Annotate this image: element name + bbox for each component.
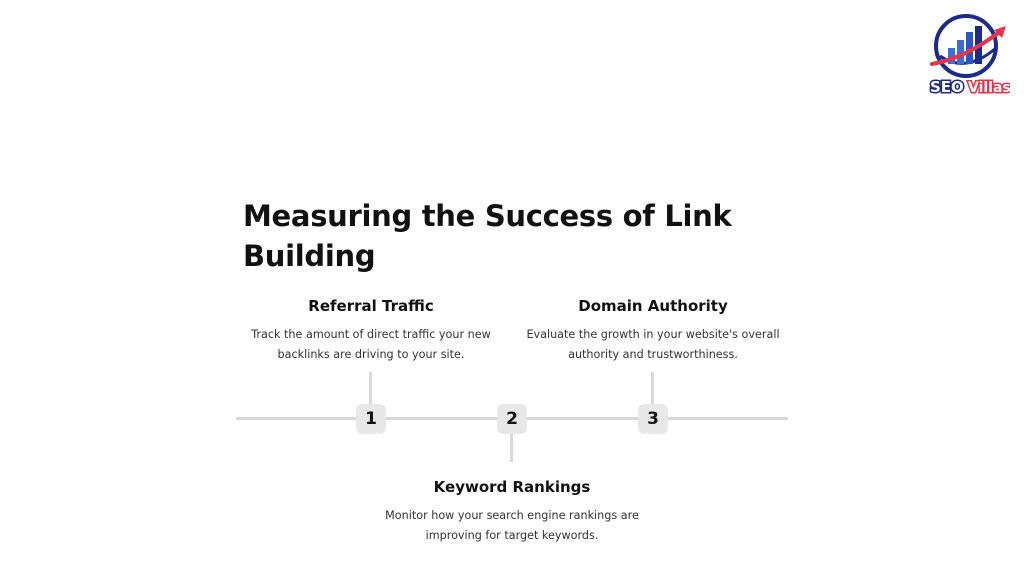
step-2-description: Monitor how your search engine rankings … <box>385 509 639 542</box>
logo-bar <box>948 48 955 64</box>
logo-bar <box>966 32 973 64</box>
step-3-title: Domain Authority <box>578 297 728 315</box>
step-3-description: Evaluate the growth in your website's ov… <box>526 328 780 361</box>
page-title: Measuring the Success of Link Building <box>243 199 732 273</box>
step-2: Keyword Rankings Monitor how your search… <box>382 477 642 546</box>
step-1-title: Referral Traffic <box>308 297 434 315</box>
step-2-marker: 2 <box>497 404 527 434</box>
step-3-marker: 3 <box>638 404 668 434</box>
step-1: Referral Traffic Track the amount of dir… <box>241 296 501 365</box>
step-1-marker: 1 <box>356 404 386 434</box>
step-2-title: Keyword Rankings <box>433 478 591 496</box>
logo-text-villas: Villas <box>968 80 1010 96</box>
step-3-connector <box>651 372 654 404</box>
logo-graphic: SEO Villas <box>929 14 1012 98</box>
seo-villas-logo: SEO Villas <box>926 8 1012 98</box>
step-1-description: Track the amount of direct traffic your … <box>251 328 491 361</box>
logo-text-seo: SEO <box>930 78 964 96</box>
step-1-connector <box>369 372 372 404</box>
step-2-connector <box>510 432 513 462</box>
logo-bar <box>957 40 964 64</box>
step-3: Domain Authority Evaluate the growth in … <box>523 296 783 365</box>
